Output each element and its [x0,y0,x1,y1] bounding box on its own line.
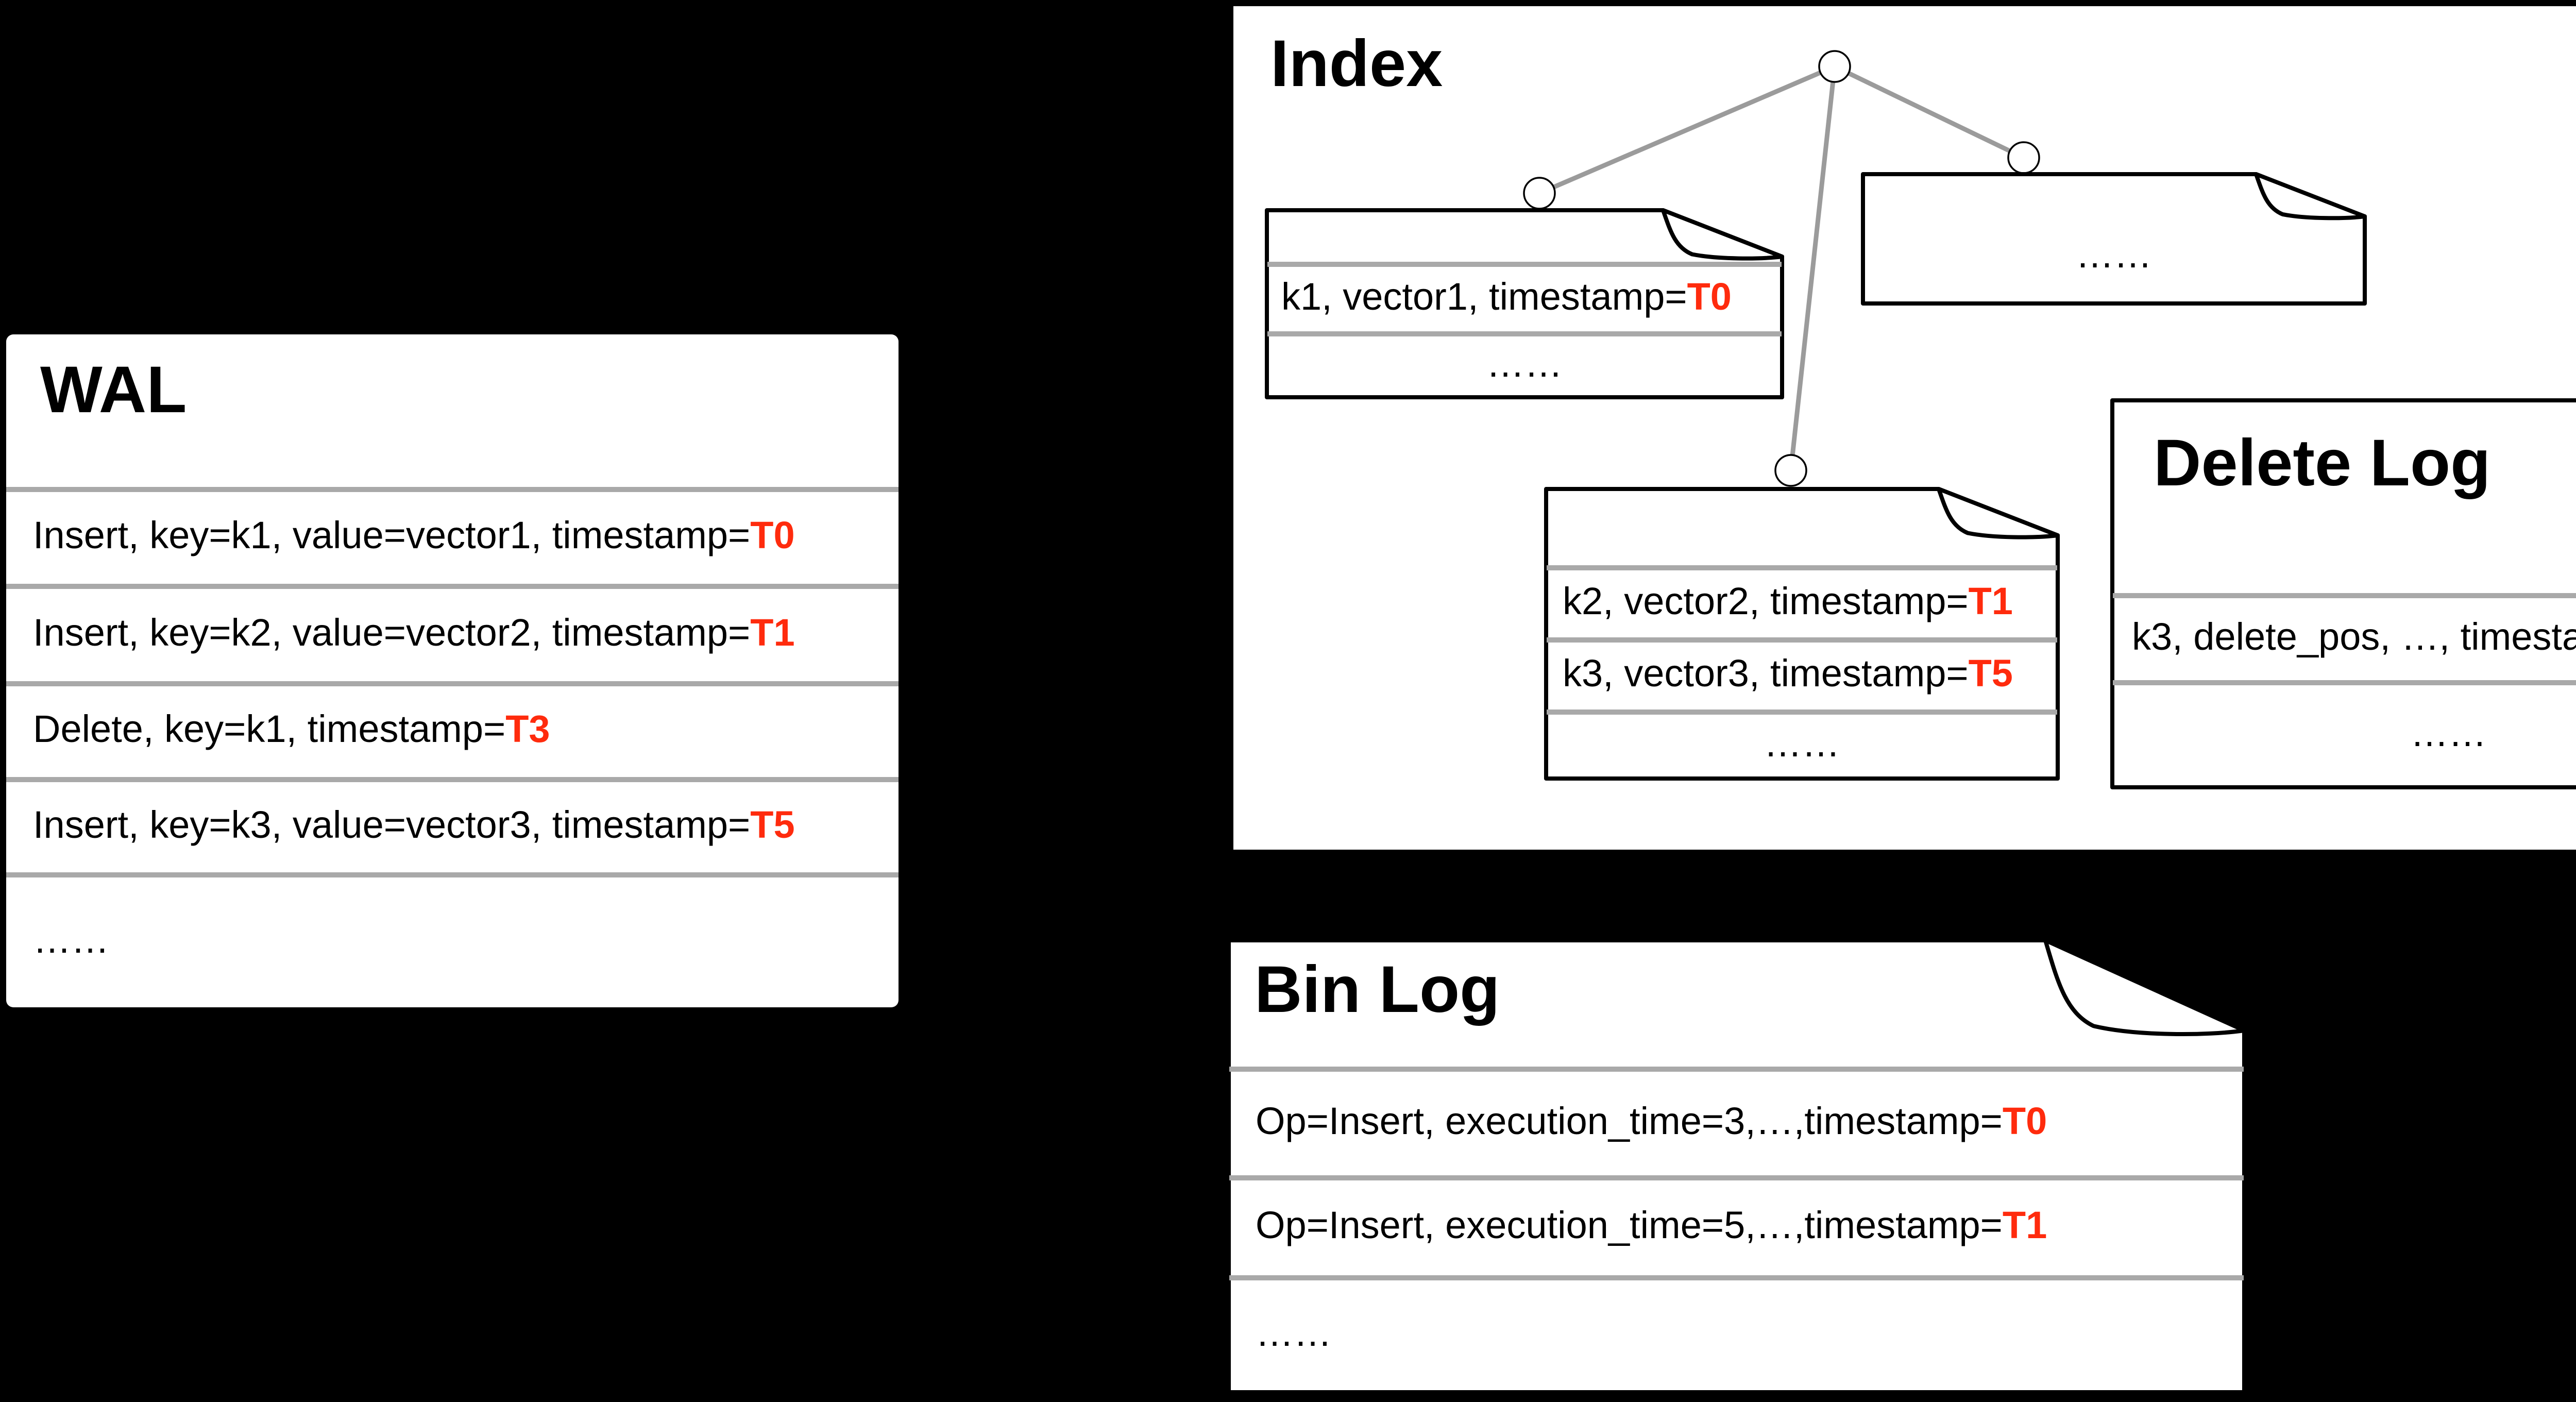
divider [1547,637,2057,643]
folded-corner-icon [1661,208,1784,261]
log-entry-text: Insert, key=k1, value=vector1, timestamp… [33,514,795,557]
folded-corner-icon [2254,172,2367,221]
log-entry-text: Insert, key=k3, value=vector3, timestamp… [33,803,795,846]
timestamp-value: T5 [750,803,795,846]
divider [1547,710,2057,715]
delete-log-row-more: …… [2110,680,2576,786]
log-entry-text: Op=Insert, execution_time=3,…,timestamp=… [1256,1099,2047,1142]
divider [6,681,899,686]
wal-title: WAL [40,353,187,427]
divider [6,872,899,877]
divider [1229,1067,2244,1072]
bin-log-row: Op=Insert, execution_time=5,…,timestamp=… [1227,1175,2246,1275]
bin-log-row: Op=Insert, execution_time=3,…,timestamp=… [1227,1067,2246,1175]
wal-row: Insert, key=k1, value=vector1, timestamp… [6,487,899,584]
page-outline [1544,487,2060,781]
wal-row: Delete, key=k1, timestamp=T3 [6,681,899,777]
ellipsis-text: …… [2076,232,2152,276]
bin-log-title: Bin Log [1255,953,1500,1026]
divider [1229,1275,2244,1280]
delete-log: Delete Log k3, delete_pos, …, timestamp=… [2110,398,2576,789]
wal-panel: WAL Insert, key=k1, value=vector1, times… [6,334,899,1007]
page-outline [1861,172,2367,306]
log-entry-text: k2, vector2, timestamp=T1 [1563,580,2013,623]
timestamp-value: T0 [2002,1099,2047,1142]
log-entry-text: k1, vector1, timestamp=T0 [1281,275,1732,318]
log-entry-text: Op=Insert, execution_time=5,…,timestamp=… [1256,1204,2047,1247]
delete-log-row: k3, delete_pos, …, timestamp=T3 [2110,593,2576,680]
log-entry-text: k3, delete_pos, …, timestamp=T3 [2132,615,2576,658]
page-outline [1265,208,1784,399]
ellipsis-text: …… [33,918,109,961]
divider [2113,593,2576,598]
divider [1267,262,1782,267]
timestamp-value: T0 [1687,275,1732,318]
divider [6,777,899,782]
index-segment-k1: k1, vector1, timestamp=T0 …… [1265,208,1784,399]
document-shape [1544,487,2060,781]
log-entry-text: Insert, key=k2, value=vector2, timestamp… [33,611,795,654]
document-shape [1265,208,1784,399]
divider [1229,1175,2244,1180]
index-title: Index [1270,27,1443,100]
wal-row-more: …… [6,872,899,1007]
ellipsis-text: …… [2410,711,2487,754]
divider [6,487,899,492]
timestamp-value: T3 [505,707,550,751]
document-shape [1861,172,2367,306]
segment-row-more: …… [1861,172,2367,321]
segment-row: k2, vector2, timestamp=T1 [1544,565,2060,637]
ellipsis-text: …… [1486,342,1563,385]
segment-row: k1, vector1, timestamp=T0 [1265,262,1784,331]
timestamp-value: T1 [750,611,795,654]
index-segment-more: …… [1861,172,2367,306]
divider [1267,331,1782,336]
timestamp-value: T0 [750,514,795,557]
log-entry-text: Delete, key=k1, timestamp=T3 [33,707,550,751]
folded-corner-icon [1937,487,2060,539]
segment-row-more: …… [1265,331,1784,396]
bin-log: Bin Log Op=Insert, execution_time=3,…,ti… [1227,938,2246,1394]
delete-log-title: Delete Log [2154,426,2491,500]
segment-row: k3, vector3, timestamp=T5 [1544,637,2060,710]
segment-row-more: …… [1544,710,2060,778]
bin-log-row-more: …… [1227,1275,2246,1391]
folded-corner-icon [2043,938,2246,1037]
index-segment-k2k3: k2, vector2, timestamp=T1 k3, vector3, t… [1544,487,2060,781]
wal-row: Insert, key=k3, value=vector3, timestamp… [6,777,899,872]
ellipsis-text: …… [1764,722,1840,765]
divider [2113,680,2576,685]
divider [6,584,899,589]
divider [1547,565,2057,570]
wal-row: Insert, key=k2, value=vector2, timestamp… [6,584,899,681]
timestamp-value: T1 [2002,1204,2047,1247]
timestamp-value: T5 [1968,652,2013,695]
ellipsis-text: …… [1256,1311,1332,1355]
timestamp-value: T1 [1968,580,2013,623]
log-entry-text: k3, vector3, timestamp=T5 [1563,652,2013,695]
